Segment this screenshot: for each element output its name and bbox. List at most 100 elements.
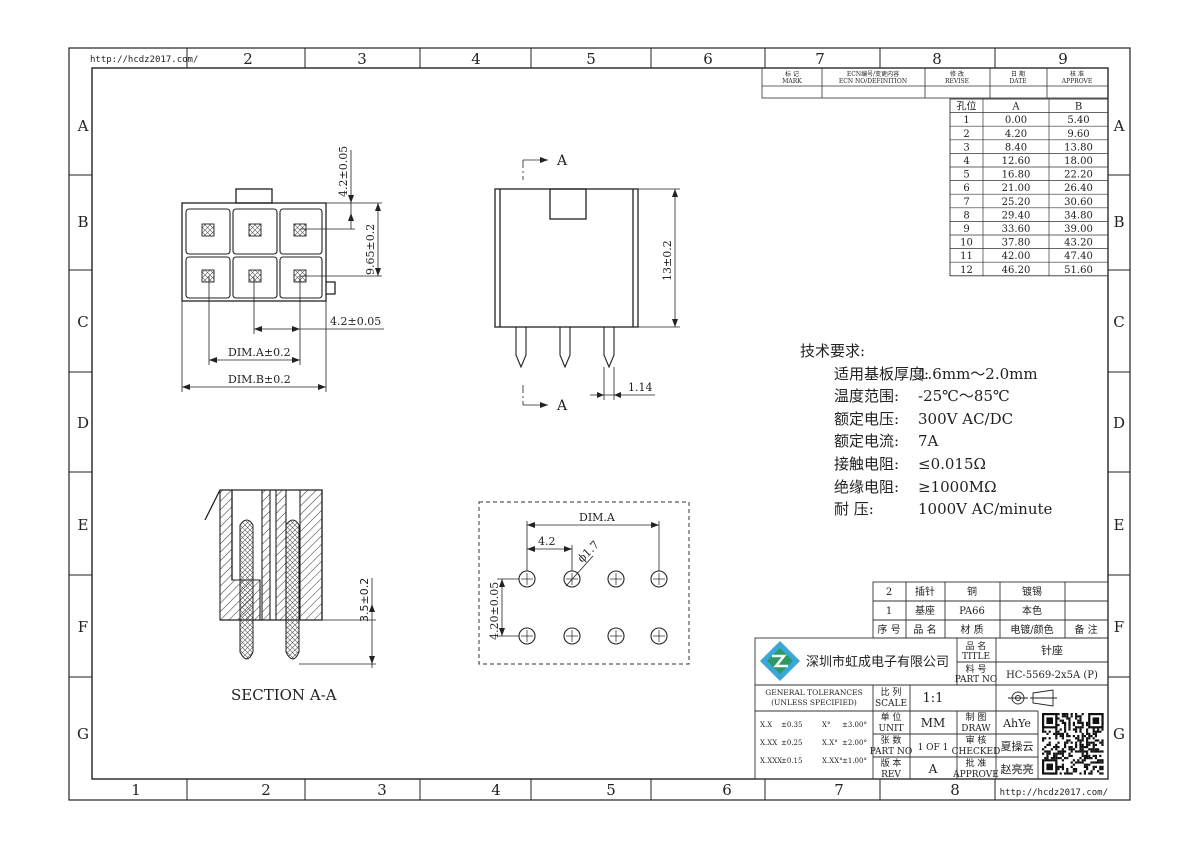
draw-label-en: DRAW [961,724,991,734]
pin-table-cell: 8.40 [1005,142,1027,153]
pcb-layout: DIM.A 4.2 ϕ1.7 4.20±0.05 [478,501,690,665]
bom-header-name: 品 名 [913,623,936,636]
pin-table-cell: 5 [963,170,969,181]
check-label-en: CHECKED [952,747,1001,757]
tolerance-key: X.XX [760,739,777,747]
section-view: 3.5±0.2 SECTION A-A [204,489,376,704]
tech-req-value: ≤0.015Ω [918,454,986,473]
pin-table-cell: 1 [963,115,969,126]
pin-table-cell: 12.60 [1002,156,1031,167]
row-label: E [78,516,89,534]
tech-req-value: 1.6mm～2.0mm [918,364,1038,383]
tolerance-key: X.X [760,721,772,729]
tech-req-item: 耐 压:1000V AC/minute [800,498,1052,521]
bom-header-finish: 电镀/颜色 [1010,623,1053,636]
tech-req-item: 额定电压: 300V AC/DC [800,408,1052,431]
bom-no: 2 [886,587,892,598]
qr-code-icon [1042,713,1104,775]
dim-pitch-label: 4.2±0.05 [330,315,381,328]
pin-table-cell: 46.20 [1002,265,1031,276]
pin-table-cell: 43.20 [1064,238,1093,249]
company-logo-icon [760,641,800,681]
pin-table-cell: 21.00 [1002,183,1031,194]
bom-no: 1 [886,606,892,617]
tolerance-subtitle: (UNLESS SPECIFIED) [771,698,857,707]
tech-req-key: 绝缘电阻: [834,477,900,496]
revision-table: 标 记 MARK ECN编号/变更内容 ECN NO/DEFINITION 修 … [761,67,1109,99]
col-label: 3 [357,50,367,68]
draw-value: AhYe [1002,717,1031,730]
bom-finish: 本色 [1022,604,1042,617]
url-bottom: http://hcdz2017.com/ [1000,788,1108,798]
row-label: F [78,618,88,636]
pin-table-header: B [1075,102,1082,113]
tolerance-value: ±3.00° [842,721,867,729]
tech-req-item: 温度范围:-25℃～85℃ [800,385,1052,408]
tech-req-item: 绝缘电阻: ≥1000MΩ [800,476,1052,499]
approve-value: 赵亮亮 [1001,762,1034,776]
terminal-square [248,269,262,283]
col-label: 5 [606,781,616,799]
col-label: 2 [261,781,271,799]
pin-table-header: 孔位 [957,100,977,113]
check-value: 夏操云 [1001,739,1034,753]
tolerance-key: X.XXX [760,757,782,765]
approve-label-cn: 批 准 [966,757,987,769]
pin-table-cell: 5.40 [1067,115,1089,126]
col-label: 3 [377,781,387,799]
part-label-cn: 料 号 [966,663,987,675]
col-label: 5 [586,50,596,68]
dim-top-label: 4.2±0.05 [337,146,350,197]
front-view: 4.2±0.05 9.65±0.2 4.2±0.05 DIM.A±0.2 DIM… [181,146,384,392]
col-label: 1 [131,781,141,799]
tolerance-value: ±0.35 [781,721,802,729]
title-value: 针座 [1041,643,1063,657]
rev-value: A [928,762,938,776]
row-label: A [77,117,89,135]
pin-table-cell: 18.00 [1064,156,1093,167]
row-label: A [1113,117,1125,135]
bom-header-material: 材 质 [960,623,983,636]
title-label-cn: 品 名 [966,640,987,652]
tolerance-value: ±1.00° [842,757,867,765]
tech-req-key: 额定电流: [834,432,900,451]
side-height-label: 13±0.2 [661,240,674,281]
row-label: D [77,414,89,432]
row-label: E [1114,516,1125,534]
bom-table: 2 插针 铜 镀锡 1 基座 PA66 本色 序 号 品 名 材 质 电镀/颜色… [872,581,1109,639]
pin-table-cell: 4.20 [1005,129,1027,140]
scale-label-en: SCALE [875,699,907,709]
pcb-pitch-label: 4.2 [538,535,556,548]
revision-header: APPROVE [1061,78,1092,85]
scale-label-cn: 比 列 [881,686,902,698]
tolerance-key: X° [822,721,830,729]
bom-header-remark: 备 注 [1074,623,1097,636]
revision-header: REVISE [945,78,969,85]
col-label: 6 [722,781,732,799]
tech-req-value: 300V AC/DC [918,409,1014,428]
rev-label-cn: 版 本 [881,757,902,769]
pin-table-cell: 42.00 [1002,251,1031,262]
col-label: 4 [491,781,501,799]
part-label-en: PART NO [955,675,997,685]
pin-table-cell: 0.00 [1005,115,1027,126]
tech-req-key: 额定电压: [834,409,900,428]
bom-name: 基座 [915,604,935,617]
pin-table-cell: 47.40 [1064,251,1093,262]
pin-table-cell: 4 [963,156,969,167]
col-label: 7 [834,781,844,799]
unit-value: MM [921,716,946,730]
terminal-square [201,269,215,283]
pin-table-cell: 30.60 [1064,197,1093,208]
section-mark-top: A [556,153,568,169]
tech-req-value: ≥1000MΩ [918,477,997,496]
tech-req-item: 接触电阻:≤0.015Ω [800,453,1052,476]
check-label-cn: 审 核 [966,734,987,746]
pin-table-cell: 26.40 [1064,183,1093,194]
tech-req-value: 7A [918,432,939,451]
tech-req-key: 适用基板厚度: [834,364,930,383]
tech-req-value: -25℃～85℃ [918,387,1010,406]
approve-label-en: APPROVE [952,770,999,780]
